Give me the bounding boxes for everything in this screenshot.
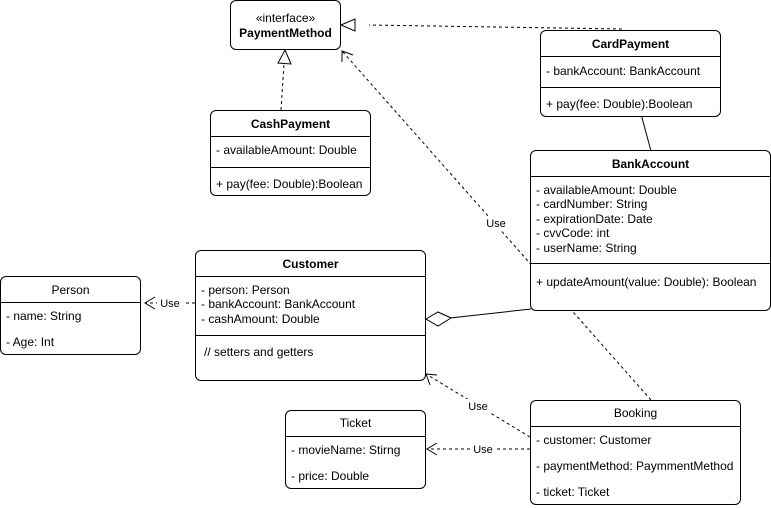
class-attribute: - bankAccount: BankAccount (201, 297, 356, 311)
class-operation: + pay(fee: Double):Boolean (216, 177, 363, 191)
dependency-arrowhead-ticket (426, 442, 438, 456)
class-ticket[interactable]: Ticket - movieName: Stirng - price: Doub… (285, 410, 426, 489)
dependency-label-ticket: Use (473, 444, 493, 456)
class-field: - Age: Int (6, 335, 55, 349)
class-name: Booking (613, 406, 658, 420)
class-person[interactable]: Person - name: String - Age: Int (0, 276, 141, 355)
class-name: PaymentMethod (239, 26, 332, 40)
class-attribute: - cardNumber: String (536, 197, 648, 211)
realization-card-payment (368, 24, 623, 30)
realization-arrowhead-cash (277, 48, 292, 65)
class-field: - customer: Customer (536, 433, 652, 447)
aggregation-diamond-customer (425, 311, 453, 327)
class-attribute: - userName: String (536, 241, 637, 255)
class-name: Ticket (339, 416, 372, 430)
class-operation: // setters and getters (204, 345, 314, 359)
class-attribute: - expirationDate: Date (536, 212, 653, 226)
realization-arrowhead-card (339, 18, 356, 32)
dependency-arrowhead-person (144, 296, 156, 310)
class-field: - paymentMethod: PaymmentMethod (536, 459, 734, 473)
class-bank-account[interactable]: BankAccount - availableAmount: Double - … (530, 150, 771, 311)
class-attribute: - cvvCode: int (536, 226, 610, 240)
dependency-arrowhead-payment (341, 50, 354, 62)
class-attribute: - bankAccount: BankAccount (546, 64, 701, 78)
realization-cash-payment (280, 63, 285, 111)
class-name: BankAccount (611, 157, 690, 171)
dependency-arrowhead-customer (425, 373, 438, 386)
class-booking[interactable]: Booking - customer: Customer - paymentMe… (530, 400, 741, 505)
class-card-payment[interactable]: CardPayment - bankAccount: BankAccount +… (540, 30, 721, 117)
class-attribute: - availableAmount: Double (536, 183, 677, 197)
dependency-label-customer: Use (468, 401, 488, 413)
class-payment-method[interactable]: «interface» PaymentMethod (230, 0, 341, 50)
class-name: CardPayment (591, 37, 670, 51)
class-field: - ticket: Ticket (536, 485, 610, 499)
class-attribute: - cashAmount: Double (201, 312, 320, 326)
class-name: Customer (282, 257, 339, 271)
class-field: - name: String (6, 309, 82, 323)
class-operation: + updateAmount(value: Double): Boolean (536, 275, 757, 289)
class-attribute: - person: Person (201, 283, 290, 297)
class-field: - movieName: Stirng (291, 443, 401, 457)
class-attribute: - availableAmount: Double (216, 143, 357, 157)
dependency-label-person: Use (160, 298, 180, 310)
class-name: Person (51, 283, 90, 297)
class-operation: + pay(fee: Double):Boolean (546, 97, 693, 111)
class-cash-payment[interactable]: CashPayment - availableAmount: Double + … (210, 110, 371, 196)
class-stereotype: «interface» (255, 11, 316, 25)
class-customer[interactable]: Customer - person: Person - bankAccount:… (195, 250, 426, 381)
class-name: CashPayment (250, 117, 331, 131)
class-field: - price: Double (291, 469, 370, 483)
dependency-label-payment: Use (486, 218, 506, 230)
aggregation-customer-bank (449, 308, 532, 319)
